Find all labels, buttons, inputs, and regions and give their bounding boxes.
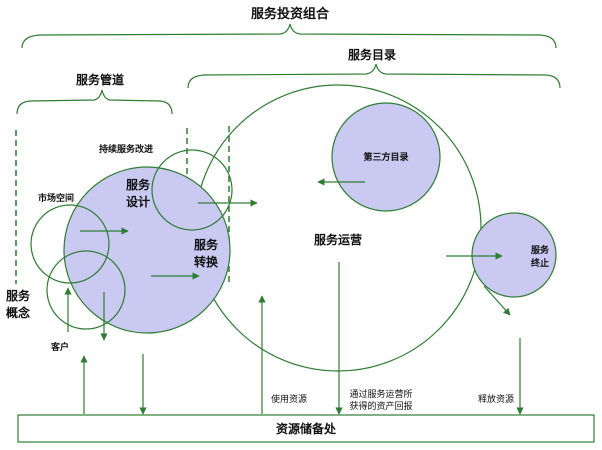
transition-label-line1: 服务 [194, 237, 219, 252]
third-party-label: 第三方目录 [363, 151, 408, 163]
use-resources-label: 使用资源 [271, 393, 307, 405]
reserve-label: 资源储备处 [276, 421, 337, 436]
retire-label-line1: 服务 [531, 244, 550, 256]
returns-label-line1: 通过服务运营所 [349, 388, 412, 400]
market-label: 市场空间 [38, 192, 74, 204]
design-label-line2: 设计 [126, 194, 150, 209]
design-circle [63, 166, 231, 334]
returns-label-line2: 获得的资产回报 [349, 400, 412, 412]
operation-circle [194, 84, 482, 372]
design-label-line1: 服务 [126, 177, 151, 192]
customer-circle [46, 250, 126, 330]
operation-label: 服务运营 [314, 232, 362, 247]
catalog-title: 服务目录 [348, 47, 396, 62]
transition-label-line2: 转换 [194, 254, 219, 269]
customer-label: 客户 [50, 341, 69, 353]
catalog-brace [187, 63, 561, 89]
retire-circle [471, 212, 557, 298]
continuous-improvement-circle [151, 149, 233, 231]
reserve-box [17, 414, 595, 443]
retire-label-line2: 终止 [530, 257, 549, 269]
release-label: 释放资源 [478, 393, 514, 405]
pipeline-brace [16, 89, 173, 115]
concept-label-line1: 服务 [6, 288, 31, 303]
concept-label-line2: 概念 [6, 305, 30, 320]
pipeline-title: 服务管道 [76, 72, 124, 87]
market-circle [30, 204, 110, 284]
portfolio-brace [21, 23, 557, 49]
third-party-circle [331, 102, 441, 212]
arrow-retire-down [483, 285, 511, 316]
portfolio-title: 服务投资组合 [251, 6, 330, 22]
continuous-improvement-label: 持续服务改进 [99, 143, 153, 155]
